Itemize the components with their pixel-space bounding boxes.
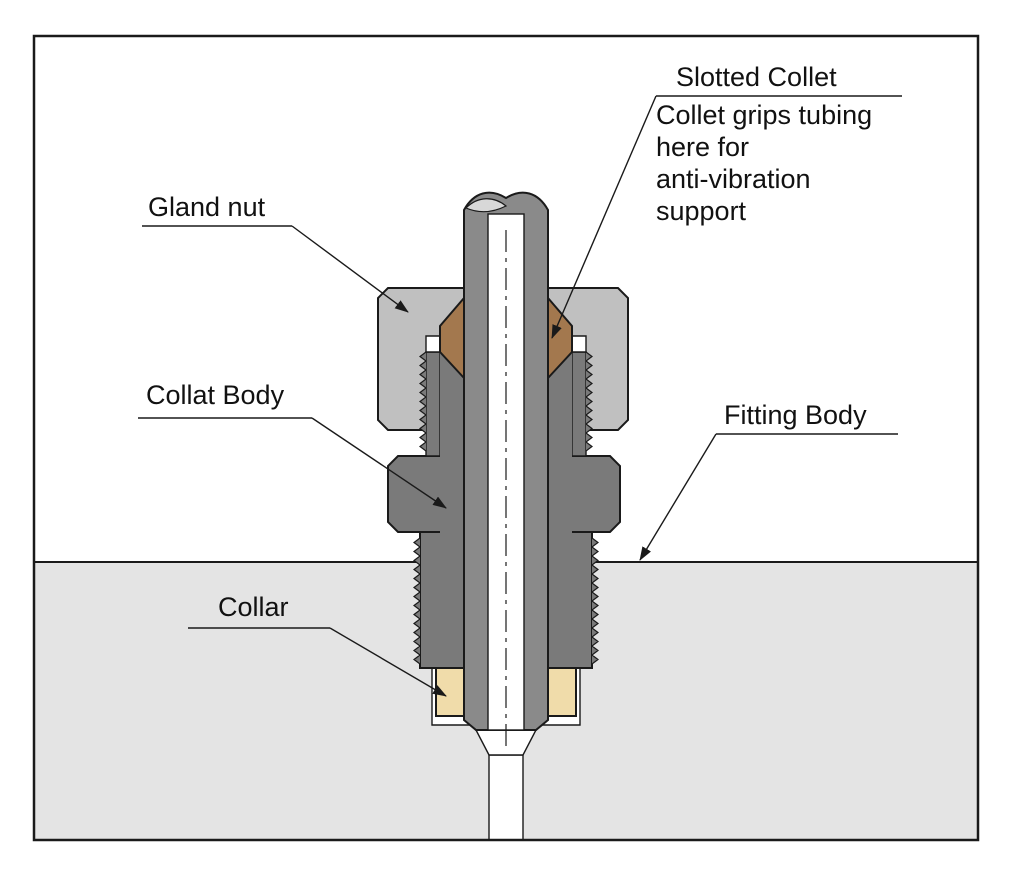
thread-tooth-row [419,351,427,452]
thread-relief-right [571,335,587,353]
label-slotted-collet-note-line-4: support [656,196,747,226]
label-slotted-collet-note-line-2: here for [656,132,749,162]
label-collar: Collar [218,592,289,622]
label-fitting-body: Fitting Body [724,400,867,430]
leader-fitting-body [639,433,717,561]
leader-gland-nut [291,225,409,313]
leader-slotted-collet [551,95,657,339]
thread-tooth-row [585,351,593,452]
leader-collat-body [311,417,447,509]
label-collat-body: Collat Body [146,380,285,410]
leader-collar [329,627,447,697]
tubing-break-highlight [464,198,508,213]
thread-relief-left [425,335,441,353]
label-slotted-collet-note-line-1: Collet grips tubing [656,100,872,130]
collat-body-core-left [440,352,464,668]
collar-right [545,667,577,717]
thread-teeth [413,351,599,665]
thread-tooth-row [591,537,599,665]
label-slotted-collet: Slotted Collet [676,62,837,92]
label-gland-nut: Gland nut [148,192,266,222]
label-slotted-collet-note-line-3: anti-vibration [656,164,811,194]
collat-body-core-right [548,352,572,668]
fitting-bore [488,754,524,841]
thread-tooth-row [413,537,421,665]
diagram-frame [32,34,980,842]
